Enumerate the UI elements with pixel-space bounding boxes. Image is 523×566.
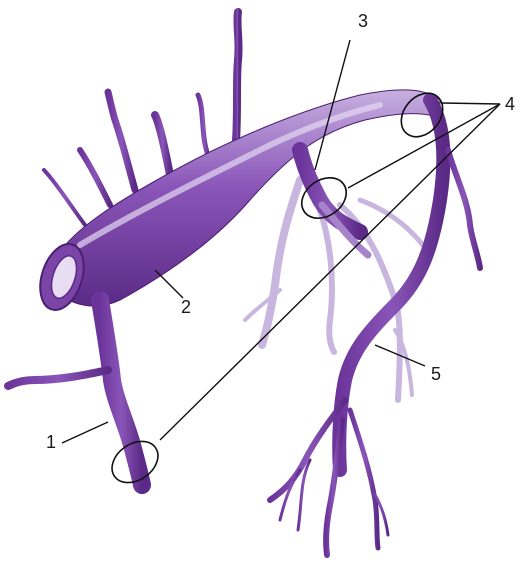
right-outer-branch: [448, 150, 480, 268]
label-1: 1: [46, 432, 56, 452]
label-4: 4: [505, 94, 515, 114]
left-descending-branch: [100, 300, 142, 485]
leader-line-1: [62, 422, 108, 443]
left-side-branch: [8, 370, 108, 386]
leader-line-4a: [442, 103, 500, 104]
leader-line-2: [155, 270, 183, 298]
label-5: 5: [431, 364, 441, 384]
label-3: 3: [358, 11, 368, 31]
lower-tributaries: [270, 400, 388, 555]
label-2: 2: [181, 297, 191, 317]
